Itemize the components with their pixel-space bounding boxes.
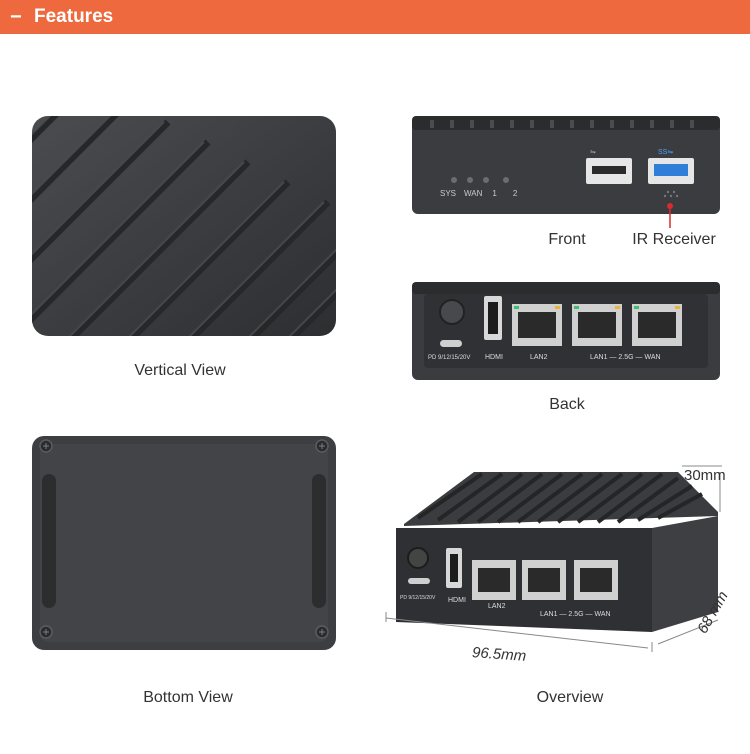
overview-caption: Overview [536, 689, 604, 706]
back-speed-label: LAN1 — 2.5G — WAN [590, 354, 661, 361]
collapse-icon[interactable]: − [10, 5, 22, 28]
overview-hdmi-label: HDMI [448, 597, 466, 604]
ir-pointer-marker [667, 203, 673, 228]
section-header[interactable]: − Features [0, 0, 750, 34]
svg-text:⇋: ⇋ [590, 149, 596, 156]
overview-power-label: PD 9/12/15/20V [400, 595, 436, 601]
back-caption: Back [549, 396, 585, 413]
back-lan2-label: LAN2 [530, 354, 548, 361]
front-view-image: SS⇋ ⇋ [412, 116, 720, 214]
vertical-view-caption: Vertical View [134, 362, 226, 379]
back-hdmi-label: HDMI [485, 354, 503, 361]
height-dimension-label: 30mm [684, 467, 726, 484]
ir-receiver-caption: IR Receiver [632, 231, 716, 248]
front-caption: Front [548, 231, 586, 248]
bottom-view-caption: Bottom View [143, 689, 233, 706]
overview-image [385, 465, 722, 652]
led-label-2: 2 [512, 189, 518, 198]
led-label-1: 1 [492, 189, 497, 198]
overview-lan2-label: LAN2 [488, 603, 506, 610]
overview-speed-label: LAN1 — 2.5G — WAN [540, 611, 611, 618]
bottom-view-image [32, 436, 336, 650]
front-led-labels: SYS WAN 1 2 [440, 189, 517, 198]
section-title: Features [34, 6, 114, 27]
back-power-label: PD 9/12/15/20V [428, 355, 471, 361]
led-label-wan: WAN [464, 189, 483, 198]
led-label-sys: SYS [440, 189, 457, 198]
svg-text:SS⇋: SS⇋ [658, 149, 673, 156]
back-view-image [412, 282, 720, 380]
vertical-view-image [32, 116, 336, 336]
